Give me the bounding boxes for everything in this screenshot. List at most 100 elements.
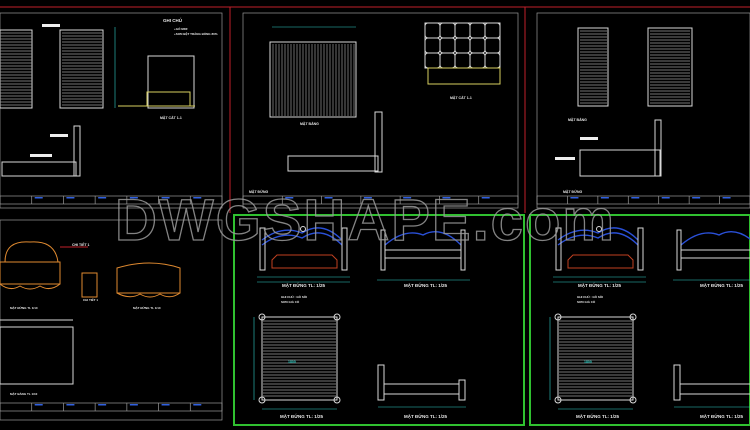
sheet-6-classic-bed: [549, 226, 750, 410]
side-label: MẶT ĐỨNG TL: 1/25: [404, 413, 447, 419]
title-block-field: [442, 197, 451, 199]
bed-rail: [680, 249, 750, 259]
bed-base: [567, 254, 634, 269]
elevation-label: MẶT ĐỨNG: [249, 189, 269, 194]
plan-dimension: 1800: [288, 360, 296, 364]
tuft: [439, 52, 456, 69]
title-block-field: [34, 404, 43, 406]
title-block: [0, 402, 223, 412]
elevation-label: MẶT ĐỨNG TL: 1/25: [404, 282, 447, 288]
section-label: MẶT CẮT 1-1: [160, 115, 182, 120]
tuft: [424, 22, 441, 39]
section-label: MẶT CẮT 1-1: [450, 95, 472, 100]
post-top: [258, 313, 266, 321]
side-post: [673, 364, 681, 401]
note-line: +SƠN BỆT TRẮNG BÓNG 80%: [174, 31, 218, 36]
elevation-label: MẶT ĐỨNG TL 1/10: [10, 305, 38, 310]
elevation-label: MẶT ĐỨNG TL: 1/25: [700, 282, 743, 288]
title-block-field: [161, 197, 170, 199]
bed-post: [676, 229, 682, 271]
bed-post: [341, 227, 348, 271]
tuft: [484, 37, 501, 54]
finial: [300, 226, 306, 232]
title-block-field: [570, 197, 579, 199]
title-block-field: [129, 197, 138, 199]
note-line: GHI CHÚ : GỖ SỒI: [281, 294, 307, 299]
title-block: [0, 195, 223, 205]
note-line: GHI CHÚ : GỖ SỒI: [577, 294, 603, 299]
note-line: SƠN GIẢ CỔ: [577, 299, 596, 304]
elevation-label: MẶT ĐỨNG TL: 1/25: [578, 282, 621, 288]
tuft: [454, 52, 471, 69]
title-block-field: [34, 197, 43, 199]
plan-label: MẶT BẰNG: [568, 117, 587, 122]
watermark: DWGSHAPE.com: [115, 188, 616, 253]
tuft: [424, 52, 441, 69]
post-top: [258, 396, 266, 404]
detail-callout: CHI TIẾT 1: [72, 242, 90, 247]
bed-plan: [557, 316, 634, 401]
tuft: [424, 37, 441, 54]
title-block-field: [324, 197, 333, 199]
elevation-label: MẶT ĐỨNG TL: 1/25: [282, 282, 325, 288]
title-block-field: [692, 197, 701, 199]
tuft: [469, 37, 486, 54]
sheet-frames: [0, 6, 750, 426]
headboard-curve: [261, 232, 343, 246]
title-block-field: [193, 197, 202, 199]
bed-base: [271, 254, 338, 269]
sheet-4-sofa: CHI TIẾT 1 CHI TIẾT 1 MẶT ĐỨNG TL 1/10 M…: [0, 241, 181, 396]
headboard-curve: [557, 227, 639, 241]
detail-caption: CHI TIẾT 1: [83, 297, 98, 302]
tuft: [469, 52, 486, 69]
title-block-field: [66, 197, 75, 199]
foot-post: [458, 379, 466, 401]
post-top: [629, 396, 637, 404]
tuft: [454, 37, 471, 54]
title-block: [242, 195, 519, 205]
tuft: [439, 37, 456, 54]
sheet-6-labels: MẶT ĐỨNG TL: 1/25 MẶT ĐỨNG TL: 1/25 GHI …: [576, 282, 743, 419]
finial: [596, 226, 602, 232]
title-blocks: [0, 195, 750, 412]
side-label: MẶT ĐỨNG TL: 1/25: [700, 413, 743, 419]
title-block-field: [129, 404, 138, 406]
title-block-field: [98, 197, 107, 199]
bed-post: [380, 229, 386, 271]
post-top: [333, 313, 341, 321]
bed-post: [259, 227, 266, 271]
plan-label: MẶT BẰNG TL 1/10: [10, 391, 38, 396]
post-top: [554, 396, 562, 404]
sheet-5-classic-bed: [253, 226, 470, 410]
headboard-curve: [557, 232, 639, 246]
sheet-3-wardrobe: MẶT BẰNG MẶT ĐỨNG: [555, 27, 693, 194]
post-top: [629, 313, 637, 321]
headboard-curve: [680, 231, 750, 246]
tuft: [454, 22, 471, 39]
plan-label: MẶT ĐỨNG TL: 1/25: [280, 413, 323, 419]
title-block-field: [600, 197, 609, 199]
title-block-field: [661, 197, 670, 199]
plan-dimension: 1800: [584, 360, 592, 364]
side-rail: [679, 383, 750, 395]
sheet-5-labels: MẶT ĐỨNG TL: 1/25 MẶT ĐỨNG TL: 1/25 GHI …: [280, 282, 447, 419]
sheet-selected-2: [529, 214, 750, 426]
sheet-2-bed: MẶT BẰNG MẶT CẮT 1-1 MẶT ĐỨNG: [249, 22, 501, 194]
bed-post: [555, 227, 562, 271]
tuft: [439, 22, 456, 39]
bed-post: [637, 227, 644, 271]
title-block-field: [98, 404, 107, 406]
elevation-label: MẶT ĐỨNG: [563, 189, 583, 194]
note-line: SƠN GIẢ CỔ: [281, 299, 300, 304]
side-rail: [383, 383, 460, 395]
sheet-selected-1: [233, 214, 525, 426]
side-post: [377, 364, 385, 401]
note-line: +GỖ MDF: [174, 26, 188, 31]
title-block-field: [285, 197, 294, 199]
tuft: [484, 52, 501, 69]
tuft: [484, 22, 501, 39]
title-block-field: [631, 197, 640, 199]
title-block-field: [722, 197, 731, 199]
